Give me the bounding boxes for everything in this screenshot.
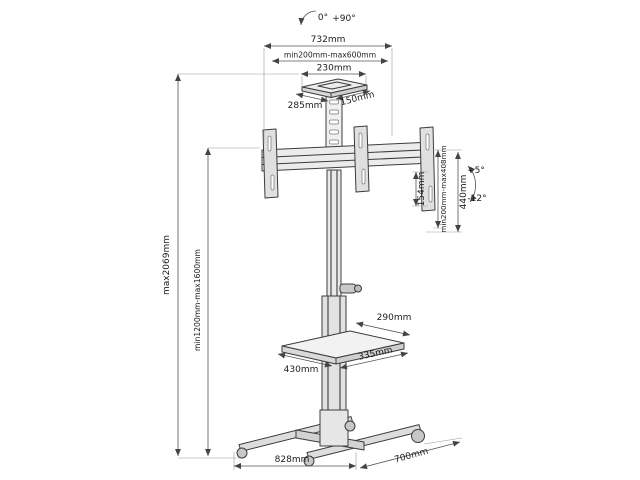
rotation-annotation: 0° +90° [298, 10, 356, 26]
tilt-annotation: +5° -12° [467, 165, 487, 204]
vesa-rail-middle [353, 125, 370, 193]
label-154: 154mm [417, 172, 427, 207]
adjustment-handle [339, 283, 362, 294]
dim-line-335 [339, 351, 409, 370]
base [238, 409, 422, 460]
stand-drawing [236, 78, 436, 467]
tilt-arc [467, 165, 477, 203]
label-height-range: min1200mm-max1600mm [193, 249, 202, 351]
label-230: 230mm [317, 64, 352, 74]
caster-wheel [344, 420, 356, 432]
bracket-crossbar [261, 141, 434, 172]
label-tilt-up: +5° [467, 166, 485, 176]
dim-line-430 [277, 352, 333, 368]
mount-column [325, 92, 343, 152]
dim-line-150 [335, 89, 371, 101]
caster-wheel [411, 429, 425, 443]
label-430: 430mm [284, 365, 319, 375]
label-max-height: max2069mm [162, 235, 172, 295]
vesa-rail-left [262, 128, 279, 199]
label-285: 285mm [288, 101, 323, 111]
dim-line-700 [359, 440, 461, 470]
label-440: 440mm [459, 175, 469, 210]
rotation-arc [298, 10, 317, 26]
label-290: 290mm [377, 313, 412, 323]
label-rotation-90: +90° [332, 14, 356, 24]
base-hub [319, 409, 349, 447]
label-tilt-down: -12° [467, 194, 486, 204]
caster-wheel [236, 447, 248, 459]
label-828: 828mm [275, 455, 310, 465]
dim-line-285 [295, 92, 329, 103]
label-vesa-range: min200mm-max408mm [439, 145, 448, 232]
left-dimensions: max2069mm min1200mm-max1600mm [162, 73, 299, 459]
right-dimensions: 154mm min200mm-max408mm 440mm [412, 145, 469, 233]
telescopic-pole [321, 169, 347, 419]
label-column-range: min200mm-max600mm [284, 51, 376, 60]
dim-line-290 [355, 321, 411, 337]
label-rotation-0: 0° [318, 13, 328, 23]
label-732: 732mm [311, 35, 346, 45]
label-700: 700mm [393, 447, 429, 466]
